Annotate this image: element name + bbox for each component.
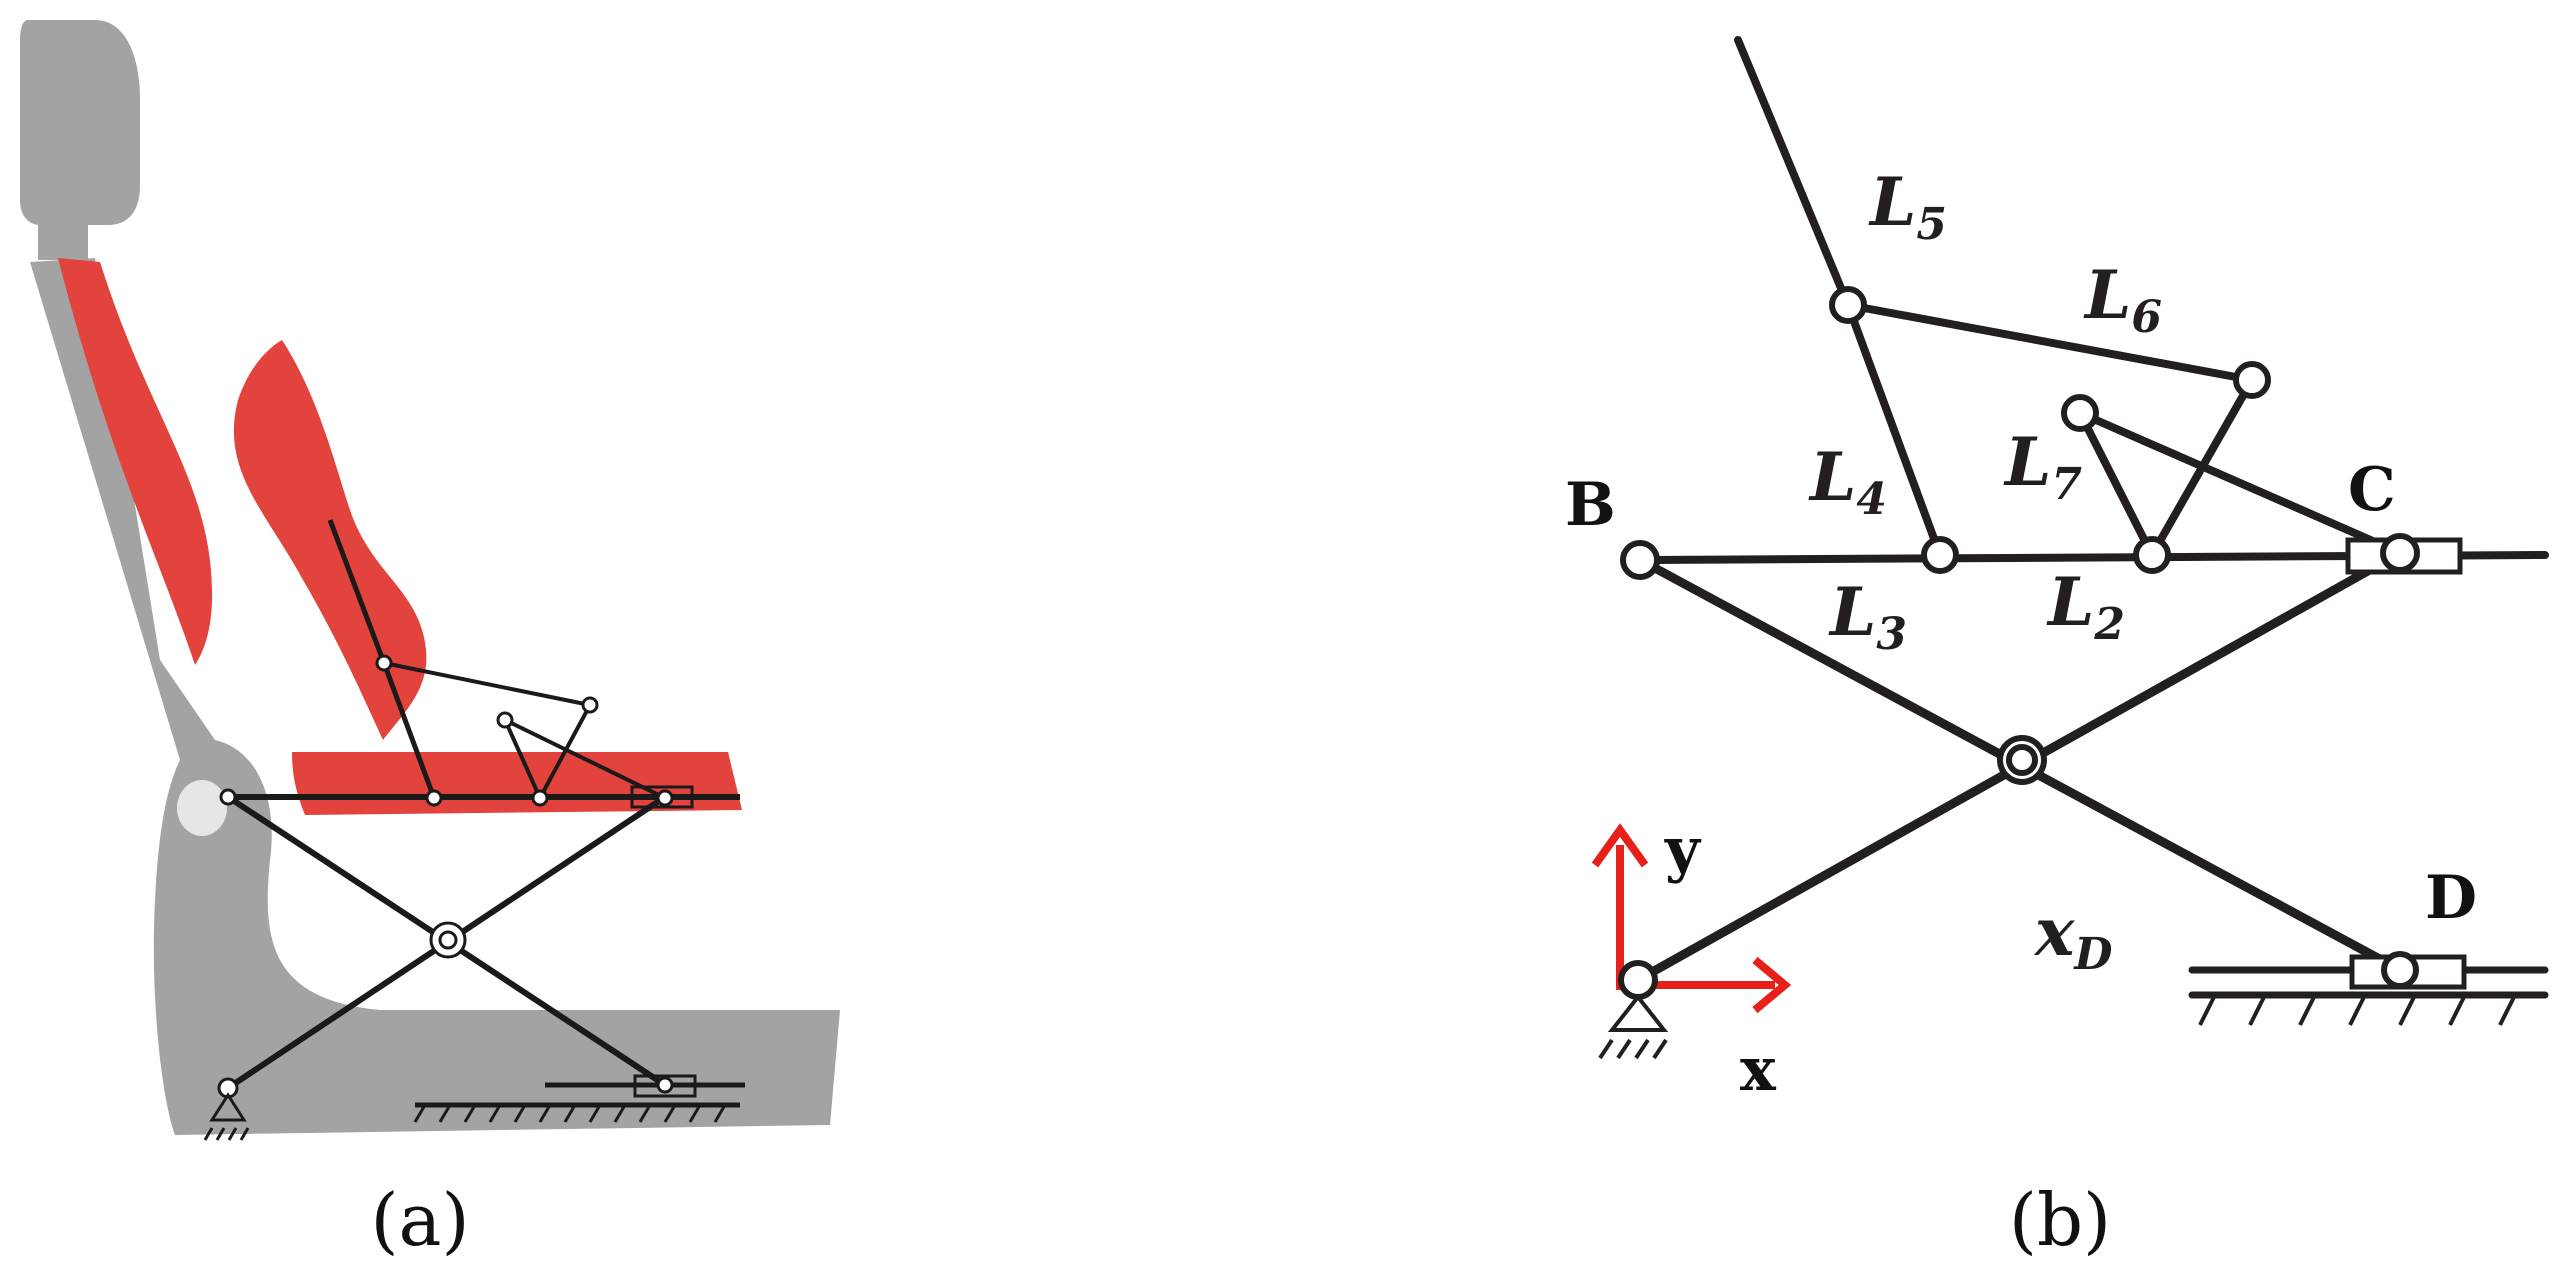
joint-l4-l2 (1921, 536, 1959, 574)
label-l3: L3 (1828, 573, 1907, 660)
ground-pivot (1618, 960, 1658, 1000)
seat-headrest (20, 20, 140, 225)
link-l7a (503, 719, 542, 799)
ground-hatches-b (2198, 994, 2517, 1026)
seat-frame (30, 258, 840, 1135)
caption-a: (a) (370, 1178, 469, 1262)
label-l4: L4 (1808, 438, 1887, 525)
label-point-b: B (1565, 470, 1616, 540)
joints-a (217, 654, 674, 1099)
ground-support-a (203, 1092, 250, 1141)
link-l6-b (1844, 301, 2256, 384)
links-b (1633, 36, 2549, 999)
joint-l7-l2 (2133, 536, 2171, 574)
link-l5-b (1734, 36, 1852, 309)
link-l4 (381, 662, 437, 799)
joint-b (1620, 540, 1660, 580)
joint-d (2381, 951, 2419, 989)
label-xd: xD (2033, 893, 2113, 980)
link-l7-a (2076, 409, 2156, 559)
link-l7-c (2076, 409, 2402, 556)
panel-b-kinematic-diagram: B C D L5 L6 L4 L7 L3 L2 xD y x (1565, 36, 2549, 1105)
back-cushion-rear (58, 258, 213, 665)
link-l4-b (1844, 301, 1944, 559)
joint-b-a (219, 788, 237, 806)
joint-l4-l5 (1829, 286, 1867, 324)
label-point-d: D (2425, 863, 2477, 933)
seat-pivot-disc (177, 780, 227, 836)
link-l7b (538, 704, 592, 799)
link-l5 (327, 519, 387, 664)
label-l6: L6 (2083, 256, 2162, 343)
label-l2: L2 (2046, 563, 2125, 650)
joint-c-a (656, 789, 674, 807)
ground-hatches-a (413, 1104, 727, 1123)
joint-d-a (656, 1076, 674, 1094)
panel-a-seat-illustration (20, 20, 840, 1141)
link-l6 (383, 661, 591, 707)
back-cushion-tilted (233, 340, 427, 740)
label-l7: L7 (2003, 423, 2082, 510)
link-l7c (504, 718, 666, 800)
label-l5: L5 (1868, 163, 1947, 250)
seat-headrest-post (38, 225, 88, 260)
joint-l7-top (2061, 394, 2099, 432)
slider-c-a (630, 785, 694, 809)
label-point-c: C (2348, 455, 2396, 525)
ground-support-b (1598, 993, 1669, 1060)
joints-b (1618, 286, 2420, 1000)
slider-d-a (633, 1074, 697, 1098)
joint-c (2380, 533, 2420, 573)
joint-l6-l7 (2233, 361, 2271, 399)
label-axis-x: x (1740, 1035, 1777, 1105)
scissor-pivot-inner (2006, 744, 2038, 776)
caption-b: (b) (2009, 1178, 2111, 1262)
label-axis-y: y (1664, 815, 1702, 885)
